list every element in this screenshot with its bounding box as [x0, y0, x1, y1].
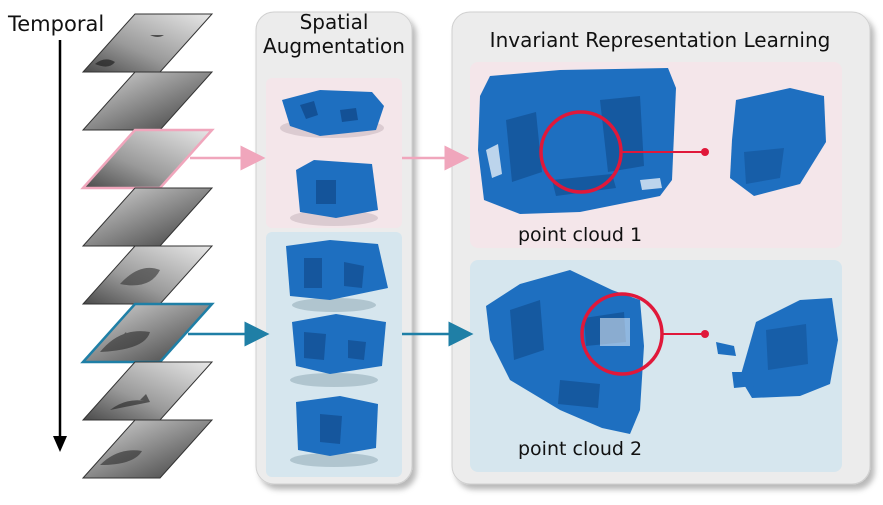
- temporal-axis: [53, 40, 67, 452]
- augmented-cloud-1: [280, 90, 384, 138]
- connector-1-dot: [701, 148, 709, 156]
- point-cloud-1: [478, 68, 676, 214]
- temporal-label: Temporal: [8, 12, 105, 36]
- spatial-title-line2: Augmentation: [263, 34, 405, 58]
- augmented-cloud-3: [286, 240, 388, 312]
- spatial-title-line1: Spatial: [299, 10, 369, 34]
- augmented-cloud-5: [290, 396, 378, 467]
- depth-frame-4: [81, 187, 214, 247]
- point-cloud-1-label: point cloud 1: [518, 224, 643, 246]
- augmented-cloud-4: [290, 314, 386, 387]
- augmented-cloud-2: [290, 160, 378, 226]
- depth-frame-stack: [80, 13, 215, 479]
- irl-title: Invariant Representation Learning: [489, 28, 831, 52]
- point-cloud-1-crop: [730, 88, 826, 196]
- depth-frame-2: [81, 71, 214, 131]
- depth-frame-7: [81, 361, 214, 421]
- connector-2-dot: [701, 330, 709, 338]
- depth-frame-8: [81, 419, 214, 479]
- point-cloud-2-label: point cloud 2: [518, 438, 643, 460]
- spatial-augmentation-title: Spatial Augmentation: [258, 10, 410, 58]
- point-cloud-2-crop: [716, 298, 838, 398]
- point-cloud-2: [486, 270, 644, 434]
